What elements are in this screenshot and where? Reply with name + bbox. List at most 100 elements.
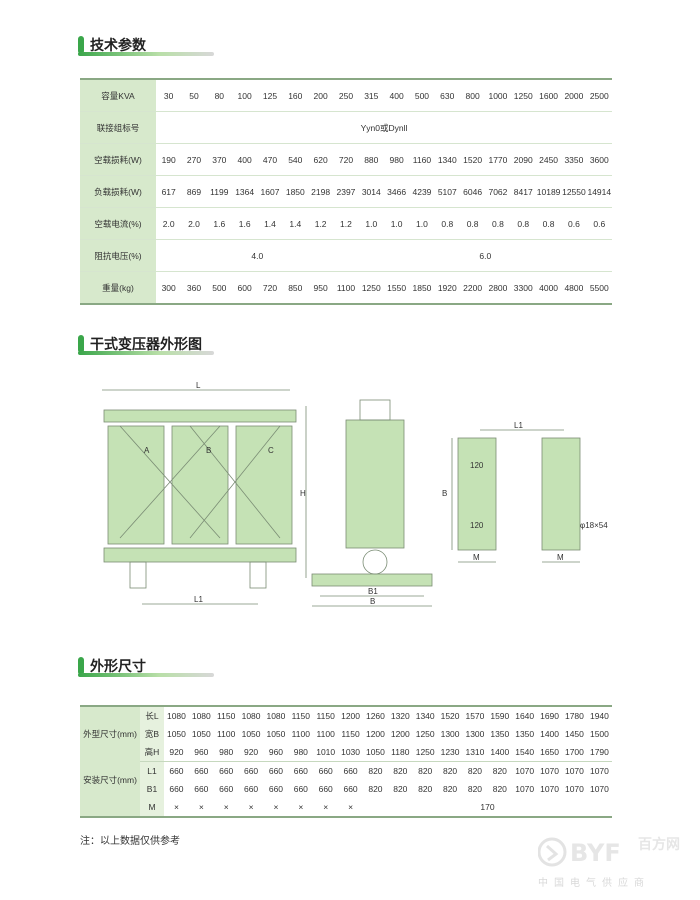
spec-row-label: 重量(kg) (80, 271, 156, 305)
watermark-subtext: 中国电气供应商 (538, 878, 650, 889)
spec-cell: 800 (459, 78, 486, 112)
coil-a (107, 425, 165, 545)
dims-cell: 1070 (515, 784, 535, 794)
dims-cell: 660 (318, 784, 333, 794)
spec-cell: 1850 (282, 175, 308, 208)
dims-cell: 1520 (437, 705, 463, 725)
spec-cell: 1340 (434, 143, 460, 176)
dims-cell: 1010 (313, 743, 339, 762)
dims-cell: 1080 (238, 705, 264, 725)
label-phase-c: C (268, 446, 274, 455)
dims-cell: 1080 (164, 705, 189, 725)
dims-cell: 820 (442, 784, 458, 794)
spec-cell: 4239 (409, 175, 435, 208)
spec-cell: 3466 (383, 175, 410, 208)
spec-cell: 2200 (459, 271, 486, 305)
dims-cell: 1150 (288, 705, 314, 725)
spec-cell: 4000 (535, 271, 562, 305)
spec-cell: 4800 (561, 271, 587, 305)
dims-cell: 660 (243, 766, 259, 776)
spec-cell: 630 (434, 78, 460, 112)
spec-cell: 30 (156, 78, 182, 112)
spec-cell: 1000 (485, 78, 511, 112)
dims-cell: 1100 (291, 729, 310, 739)
dims-cell: 1450 (564, 729, 584, 739)
dims-cell: × (238, 798, 264, 818)
dims-cell: 1300 (440, 729, 460, 739)
dims-cell: 660 (219, 784, 234, 794)
dims-cell: 1050 (191, 729, 211, 739)
watermark: BYF 百方网 中国电气供应商 (537, 830, 688, 890)
dims-cell: 1100 (316, 729, 335, 739)
spec-cell: 0.8 (510, 207, 536, 240)
svg-text:BYF: BYF (570, 839, 621, 867)
dims-cell: 1070 (515, 766, 535, 776)
dims-cell: 1540 (512, 743, 538, 762)
dims-cell: 1400 (540, 729, 560, 739)
dims-cell: 820 (467, 784, 483, 794)
spec-cell: 1.4 (257, 207, 283, 240)
dims-cell: 1200 (338, 705, 363, 725)
spec-cell: 2.0 (181, 207, 207, 240)
spec-row-label: 空载损耗(W) (80, 143, 156, 176)
dims-cell: 820 (393, 784, 408, 794)
spec-cell: 0.8 (535, 207, 562, 240)
spec-cell: 50 (181, 78, 207, 112)
label-b-plan: B (442, 489, 447, 498)
dims-cell: 1500 (589, 729, 609, 739)
dims-cell: 660 (268, 766, 284, 776)
spec-cell: 400 (231, 143, 258, 176)
spec-cell: 250 (333, 78, 359, 112)
spec-cell: 2500 (586, 78, 612, 112)
spec-row-label: 阻抗电压(%) (80, 239, 156, 272)
spec-cell: 1600 (535, 78, 562, 112)
spec-cell: 125 (257, 78, 283, 112)
label-m-right: M (557, 553, 564, 562)
spec-cell: 1.2 (307, 207, 334, 240)
coil-c (235, 425, 293, 545)
spec-cell: 1607 (257, 175, 283, 208)
label-120-top: 120 (470, 461, 484, 470)
spec-cell: 3350 (561, 143, 587, 176)
dims-cell: 1100 (217, 729, 236, 739)
dims-cell: 1400 (487, 743, 513, 762)
spec-row-label: 容量KVA (80, 78, 156, 112)
label-l1-plan: L1 (514, 421, 523, 430)
spec-cell: 315 (358, 78, 384, 112)
dims-row-label: B1 (140, 780, 164, 798)
dims-cell: 1250 (412, 743, 438, 762)
dims-cell: 980 (288, 743, 314, 762)
label-b1: B1 (368, 587, 378, 596)
dims-cell: 1590 (487, 705, 513, 725)
spec-cell: 1850 (409, 271, 435, 305)
spec-cell: 0.6 (561, 207, 587, 240)
dims-cell: 1790 (586, 743, 612, 762)
spec-cell: 0.8 (485, 207, 511, 240)
label-b: B (370, 597, 375, 606)
dims-cell: × (164, 798, 189, 818)
spec-cell: 0.8 (434, 207, 460, 240)
dims-cell: 660 (169, 766, 184, 776)
dims-cell: 660 (343, 784, 358, 794)
dims-cell: 1150 (213, 705, 239, 725)
dims-cell-merged: 170 (363, 798, 612, 818)
spec-cell: 980 (383, 143, 410, 176)
dims-row-label: L1 (140, 761, 164, 780)
spec-cell: 8417 (510, 175, 536, 208)
spec-cell: 1550 (383, 271, 410, 305)
coil-b (171, 425, 229, 545)
spec-cell: 12550 (561, 175, 587, 208)
spec-cell: 270 (181, 143, 207, 176)
label-h: H (300, 489, 306, 498)
section-title: 外形尺寸 (90, 659, 146, 675)
watermark-logo-icon: BYF (537, 837, 621, 867)
dims-cell: 1070 (589, 766, 609, 776)
spec-cell: 1770 (485, 143, 511, 176)
dims-cell: 820 (418, 766, 433, 776)
dims-cell: 660 (293, 766, 308, 776)
label-phase-b: B (206, 446, 211, 455)
